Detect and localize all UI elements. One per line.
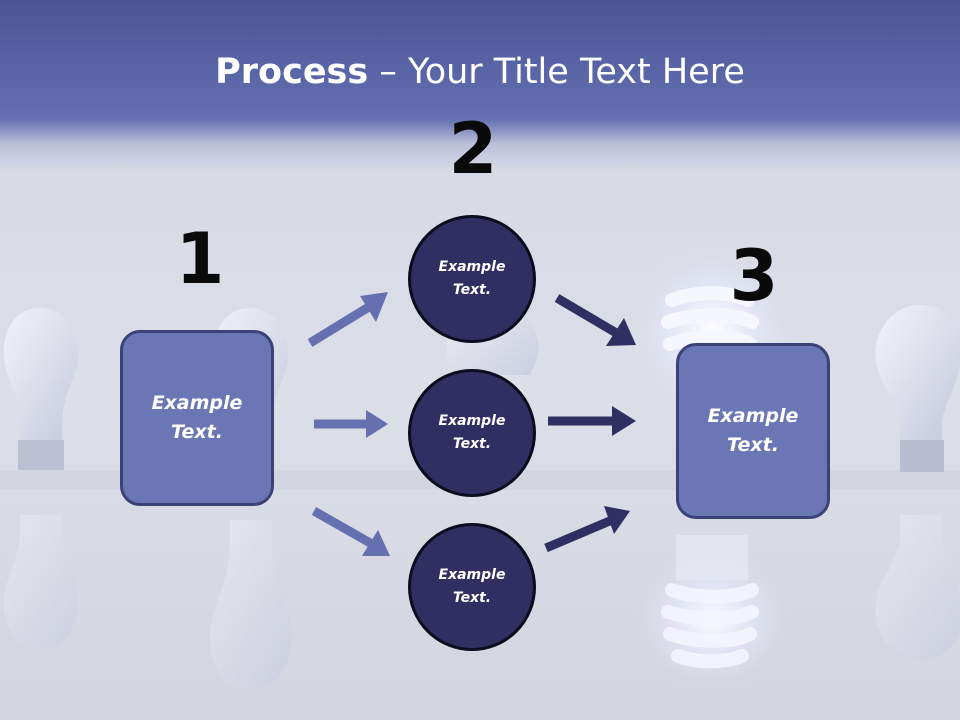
light-bulb-icon	[3, 515, 79, 650]
step-2-circle-3: Example Text.	[408, 523, 536, 651]
step-1-box: Example Text.	[120, 330, 274, 506]
arrow-from-circle-1	[554, 294, 636, 346]
light-bulb-icon	[209, 520, 292, 690]
title-band	[0, 0, 960, 170]
step-number-2: 2	[448, 108, 498, 190]
light-bulb-icon	[875, 305, 960, 472]
arrow-from-circle-3	[544, 506, 630, 553]
step-3-box: Example Text.	[676, 343, 830, 519]
step-1-label: Example Text.	[151, 392, 243, 443]
cfl-bulb-icon	[661, 286, 759, 351]
step-3-label: Example Text.	[707, 405, 799, 456]
circle-3-label: Example Text.	[438, 567, 506, 606]
light-bulb-icon	[3, 308, 79, 470]
arrow-to-circle-3	[311, 507, 390, 556]
step-2-circle-1: Example Text.	[408, 215, 536, 343]
step-number-1: 1	[175, 218, 225, 300]
light-bulb-icon	[875, 515, 960, 660]
slide-title: Process – Your Title Text Here	[0, 52, 960, 92]
arrow-to-circle-2	[314, 410, 388, 438]
cfl-bulb-icon	[661, 583, 759, 669]
circle-1-label: Example Text.	[438, 259, 506, 298]
arrow-to-circle-1	[307, 292, 388, 347]
title-rest: – Your Title Text Here	[368, 52, 745, 92]
title-bold: Process	[215, 52, 369, 92]
arrow-from-circle-2	[548, 406, 636, 436]
circle-2-label: Example Text.	[438, 413, 506, 452]
step-2-circle-2: Example Text.	[408, 369, 536, 497]
step-number-3: 3	[729, 235, 779, 317]
